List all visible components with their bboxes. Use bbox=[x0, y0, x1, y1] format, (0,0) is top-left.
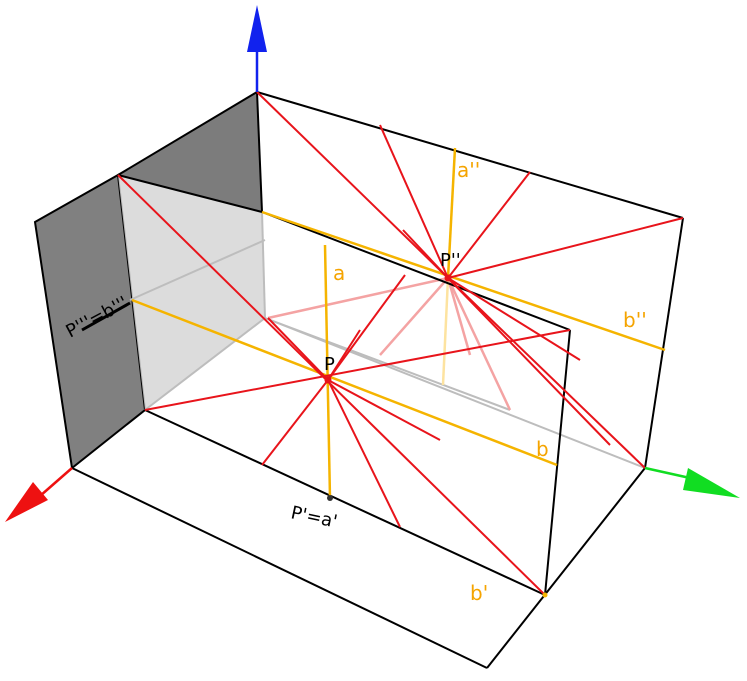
a-line bbox=[323, 244, 332, 499]
pencil-front bbox=[117, 174, 571, 596]
profile-plane-light bbox=[118, 175, 265, 410]
label-b-double: b'' bbox=[623, 308, 647, 332]
label-p-double: P'' bbox=[440, 250, 461, 271]
label-p: P bbox=[324, 354, 335, 375]
label-a-double: a'' bbox=[457, 158, 480, 182]
p-triple-segment bbox=[81, 301, 131, 332]
pencil-back bbox=[256, 91, 684, 469]
z-axis bbox=[247, 5, 267, 92]
point-p-prime bbox=[327, 495, 333, 501]
a-double-line bbox=[446, 147, 457, 279]
b-double-line bbox=[261, 210, 666, 352]
b-line bbox=[131, 298, 558, 467]
label-b: b bbox=[536, 437, 549, 461]
z-axis-arrow-icon bbox=[247, 5, 267, 52]
x-axis bbox=[5, 467, 73, 522]
point-p-double bbox=[444, 274, 452, 282]
point-p bbox=[324, 376, 332, 384]
pencil-faint bbox=[267, 276, 512, 411]
back-wall-shade bbox=[118, 92, 262, 212]
label-a: a bbox=[333, 261, 345, 285]
y-axis bbox=[644, 466, 740, 498]
label-p-prime: P'=a' bbox=[289, 502, 339, 532]
y-axis-arrow-icon bbox=[683, 468, 740, 498]
point-b-prime-end bbox=[542, 592, 548, 598]
label-b-prime: b' bbox=[470, 581, 488, 605]
box-edges bbox=[71, 91, 684, 669]
orange-lines bbox=[131, 147, 666, 499]
a-double-faint bbox=[441, 277, 450, 386]
x-axis-arrow-icon bbox=[5, 482, 48, 522]
